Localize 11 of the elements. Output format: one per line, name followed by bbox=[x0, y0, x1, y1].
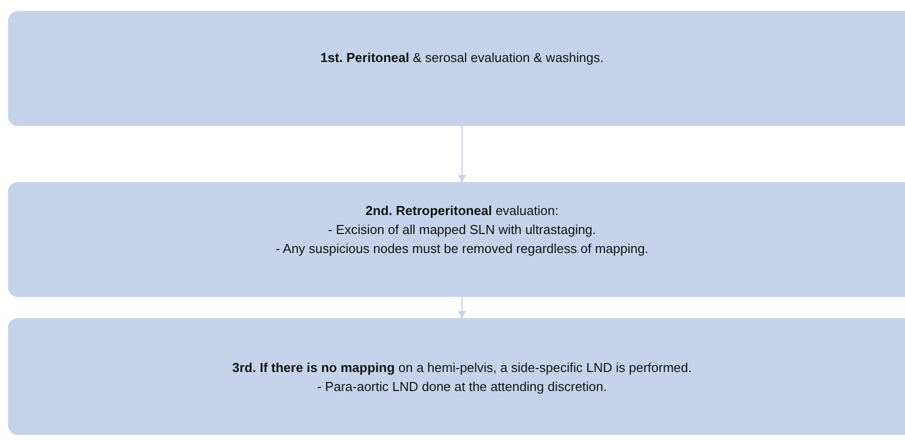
step-text: - Excision of all mapped SLN with ultrastaging. bbox=[328, 221, 596, 239]
step-text: - Para-aortic LND done at the attending discretion. bbox=[317, 378, 607, 396]
step-text: 3rd. If there is no mapping on a hemi-pelvis, a side-specific LND is performed. bbox=[232, 359, 692, 377]
process-box bbox=[8, 318, 905, 435]
step-text: 2nd. Retroperitoneal evaluation: bbox=[366, 202, 558, 220]
arrow bbox=[458, 126, 466, 183]
step-text: - Any suspicious nodes must be removed regardless of mapping. bbox=[276, 240, 648, 258]
process-box bbox=[8, 11, 905, 126]
arrow bbox=[458, 297, 466, 319]
process-box bbox=[8, 182, 905, 297]
step-text: 1st. Peritoneal & serosal evaluation & washings. bbox=[320, 49, 604, 67]
